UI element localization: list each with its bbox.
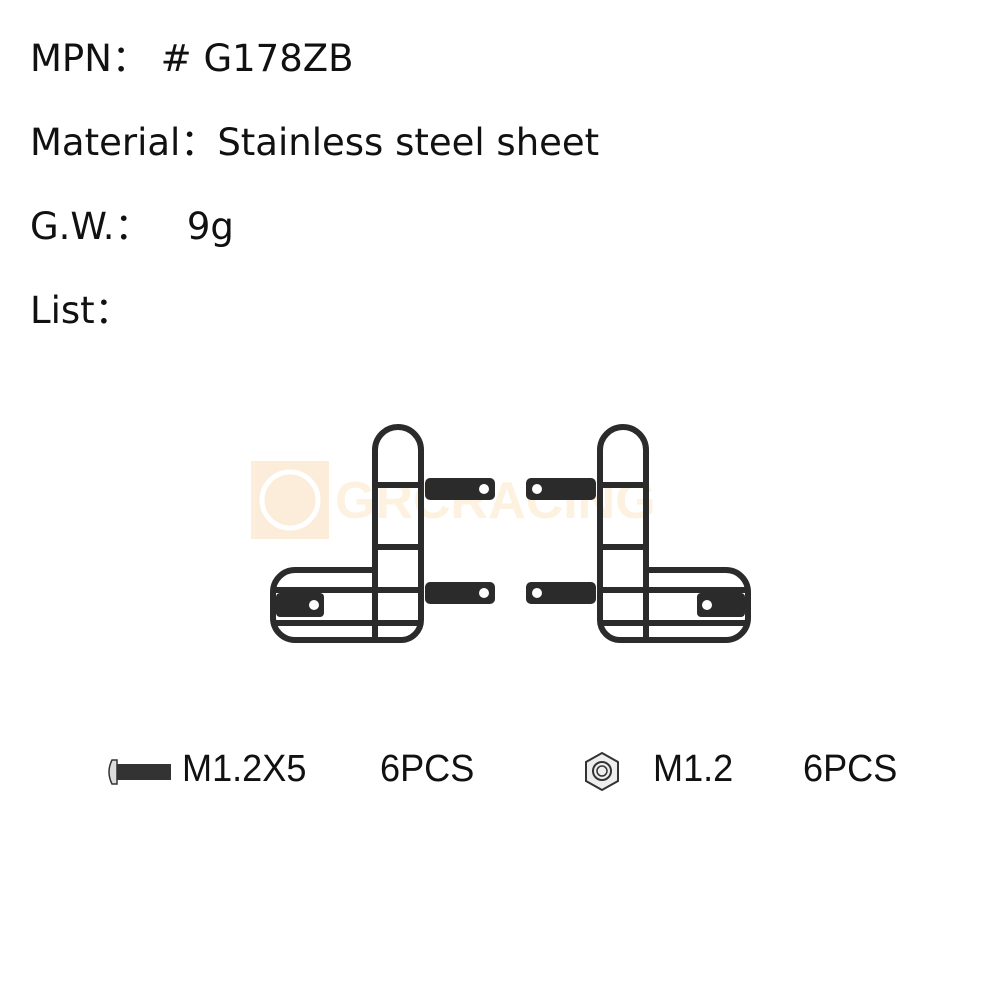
mpn-row: MPN： # G178ZB [30, 28, 353, 82]
material-label: Material： [30, 121, 218, 164]
screw-icon [108, 759, 171, 785]
watermark-text: GRCRACING [335, 472, 656, 530]
mpn-value: G178ZB [203, 37, 354, 80]
material-row: Material：Stainless steel sheet [30, 112, 599, 166]
nut-size: M1.2 [653, 748, 734, 790]
list-row: List： [30, 280, 132, 334]
screw-quantity: 6PCS [380, 748, 475, 790]
material-value: Stainless steel sheet [217, 121, 600, 164]
screw-size: M1.2X5 [182, 748, 307, 790]
list-label: List： [30, 289, 132, 332]
bracket-left [270, 424, 495, 643]
weight-label: G.W.： [30, 205, 152, 248]
bracket-right [526, 427, 748, 640]
weight-value: 9g [186, 205, 234, 248]
hex-nut-icon [585, 751, 619, 792]
mpn-label: MPN： # [30, 37, 192, 80]
nut-quantity: 6PCS [803, 748, 898, 790]
weight-row: G.W.： 9g [30, 196, 234, 250]
